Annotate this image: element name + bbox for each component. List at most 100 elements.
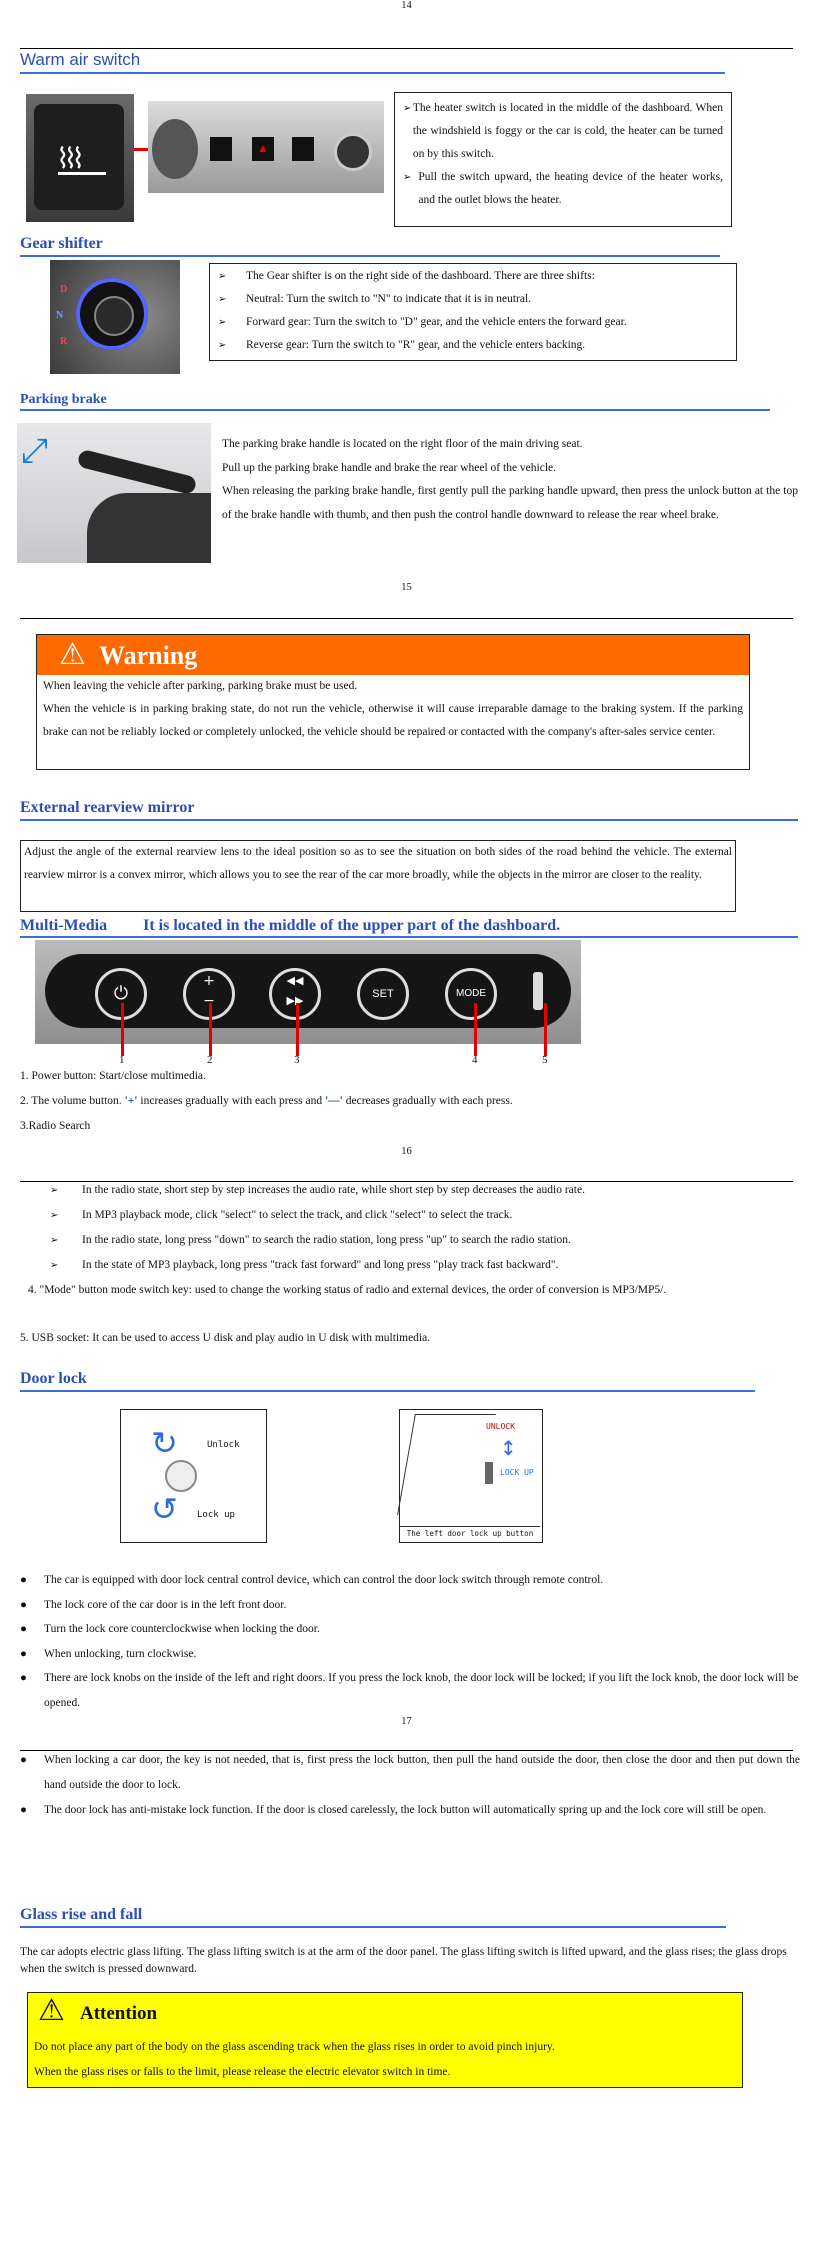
section-heading-warm-air: Warm air switch bbox=[20, 50, 140, 70]
page-rule bbox=[20, 48, 793, 49]
lock-knob-icon bbox=[485, 1462, 493, 1484]
gear-item: Neutral: Turn the switch to "N" to indic… bbox=[246, 293, 532, 305]
set-button: SET bbox=[357, 968, 409, 1020]
rotate-clockwise-icon: ↻ bbox=[151, 1424, 178, 1462]
figure-caption: The left door lock up button bbox=[400, 1526, 540, 1538]
text: decreases gradually with each press. bbox=[342, 1095, 513, 1107]
callout-arrow bbox=[544, 1003, 547, 1056]
page-rule bbox=[20, 1750, 793, 1751]
media-volume-line: 2. The volume button. '+' increases grad… bbox=[20, 1089, 800, 1114]
warm-air-item: Pull the switch upward, the heating devi… bbox=[418, 171, 723, 206]
callout-number: 5 bbox=[542, 1054, 548, 1066]
page-number: 17 bbox=[401, 1716, 412, 1727]
attention-line: Do not place any part of the body on the… bbox=[34, 2041, 555, 2053]
page-rule bbox=[20, 618, 793, 619]
heading-text: Parking brake bbox=[20, 392, 107, 407]
page-number: 15 bbox=[401, 582, 412, 593]
lockup-label: LOCK UP bbox=[500, 1468, 534, 1477]
door-bullet: The door lock has anti-mistake lock func… bbox=[44, 1804, 767, 1816]
usb-socket-icon bbox=[533, 972, 543, 1010]
dashboard-switch-panel-photo: ▲ bbox=[148, 101, 384, 193]
text: '—' bbox=[324, 1095, 343, 1107]
warning-line: When leaving the vehicle after parking, … bbox=[43, 680, 358, 692]
rotate-counterclockwise-icon: ↺ bbox=[151, 1490, 178, 1528]
heading-text: External rearview mirror bbox=[20, 799, 195, 816]
warning-title: Warning bbox=[99, 641, 198, 670]
heading-subtitle: It is located in the middle of the upper… bbox=[143, 917, 561, 934]
lock-core-icon bbox=[165, 1460, 197, 1492]
glass-text: The car adopts electric glass lifting. T… bbox=[20, 1946, 787, 1975]
curved-arrow-icon: ⤢ bbox=[21, 431, 49, 471]
seek-button-icon: ◀◀ ▶▶ bbox=[269, 968, 321, 1020]
heading-underline bbox=[20, 255, 720, 257]
door-bullets-2: ●When locking a car door, the key is not… bbox=[20, 1748, 800, 1823]
callout-arrow bbox=[474, 1003, 477, 1056]
gear-shifter-photo: D N R bbox=[50, 260, 180, 374]
attention-title: Attention bbox=[80, 2003, 158, 2024]
door-bullet: The car is equipped with door lock centr… bbox=[44, 1574, 604, 1586]
mirror-box: Adjust the angle of the external rearvie… bbox=[20, 840, 736, 912]
callout-number: 1 bbox=[119, 1054, 125, 1066]
heading-underline bbox=[20, 1926, 726, 1928]
section-heading-parking: Parking brake bbox=[20, 392, 107, 408]
media-bullet: In the radio state, long press "down" to… bbox=[82, 1234, 571, 1246]
warning-header: ⚠ Warning bbox=[37, 635, 749, 675]
gear-item: Forward gear: Turn the switch to "D" gea… bbox=[246, 316, 627, 328]
warning-box: ⚠ Warning When leaving the vehicle after… bbox=[36, 634, 750, 770]
heading-underline bbox=[20, 819, 798, 821]
media-bullet: In MP3 playback mode, click "select" to … bbox=[82, 1209, 513, 1221]
gear-label-r: R bbox=[60, 336, 68, 347]
heater-switch-photo: ⌇⌇⌇ bbox=[26, 94, 134, 222]
page-number: 14 bbox=[401, 0, 412, 11]
parking-line: When releasing the parking brake handle,… bbox=[222, 485, 798, 521]
mode-button: MODE bbox=[445, 968, 497, 1020]
door-bullet: The lock core of the car door is in the … bbox=[44, 1598, 287, 1611]
page-number: 16 bbox=[401, 1146, 412, 1157]
attention-triangle-icon: ⚠ bbox=[38, 1993, 65, 2028]
up-down-arrow-icon: ↕ bbox=[500, 1436, 517, 1460]
unlock-label: Unlock bbox=[207, 1440, 240, 1450]
callout-number: 3 bbox=[294, 1054, 300, 1066]
heading-text: Door lock bbox=[20, 1370, 87, 1387]
hazard-icon: ▲ bbox=[257, 141, 269, 155]
heading-underline bbox=[20, 409, 770, 411]
door-bullet: When locking a car door, the key is not … bbox=[44, 1754, 800, 1791]
lockup-label: Lock up bbox=[197, 1510, 235, 1520]
gear-label-d: D bbox=[60, 284, 68, 295]
heading-text: Multi-Media bbox=[20, 917, 108, 934]
parking-text: The parking brake handle is located on t… bbox=[222, 433, 798, 527]
media-text: 1. Power button: Start/close multimedia.… bbox=[20, 1064, 800, 1139]
mirror-text: Adjust the angle of the external rearvie… bbox=[24, 846, 732, 881]
media-usb-text: 5. USB socket: It can be used to access … bbox=[20, 1332, 431, 1344]
section-heading-gear: Gear shifter bbox=[20, 235, 103, 253]
gear-item: The Gear shifter is on the right side of… bbox=[246, 270, 595, 282]
warm-air-item: The heater switch is located in the midd… bbox=[412, 102, 723, 160]
warning-triangle-icon: ⚠ bbox=[59, 637, 86, 672]
heading-text: Gear shifter bbox=[20, 235, 103, 252]
warm-air-info-box: ➢The heater switch is located in the mid… bbox=[394, 92, 732, 227]
media-line: 1. Power button: Start/close multimedia. bbox=[20, 1070, 206, 1082]
media-line: 3.Radio Search bbox=[20, 1120, 91, 1132]
heat-icon: ⌇⌇⌇ bbox=[56, 142, 85, 175]
door-key-figure: ↻ ↺ Unlock Lock up bbox=[120, 1409, 267, 1543]
callout-arrow bbox=[121, 1003, 124, 1056]
callout-arrow bbox=[296, 1003, 299, 1056]
parking-brake-photo: ⤢ bbox=[17, 423, 211, 563]
warning-line: When the vehicle is in parking braking s… bbox=[43, 703, 743, 738]
gear-label-n: N bbox=[56, 310, 64, 321]
media-bullets: ➢In the radio state, short step by step … bbox=[50, 1178, 800, 1278]
door-bullets: ●The car is equipped with door lock cent… bbox=[20, 1568, 800, 1715]
media-bullet: In the state of MP3 playback, long press… bbox=[82, 1259, 559, 1271]
section-heading-door: Door lock bbox=[20, 1370, 87, 1388]
unlock-label: UNLOCK bbox=[486, 1422, 515, 1431]
section-heading-media: Multi-Media It is located in the middle … bbox=[20, 917, 560, 935]
heading-underline bbox=[20, 1390, 755, 1392]
heading-text: Glass rise and fall bbox=[20, 1906, 143, 1923]
door-bullet: There are lock knobs on the inside of th… bbox=[44, 1672, 799, 1709]
gear-item: Reverse gear: Turn the switch to "R" gea… bbox=[246, 339, 586, 351]
heading-text: Warm air switch bbox=[20, 50, 141, 69]
heading-underline bbox=[20, 936, 798, 938]
text: 2. The volume button. bbox=[20, 1095, 125, 1107]
text: increases gradually with each press and bbox=[137, 1095, 325, 1107]
media-mode-text: 4. "Mode" button mode switch key: used t… bbox=[28, 1284, 667, 1296]
